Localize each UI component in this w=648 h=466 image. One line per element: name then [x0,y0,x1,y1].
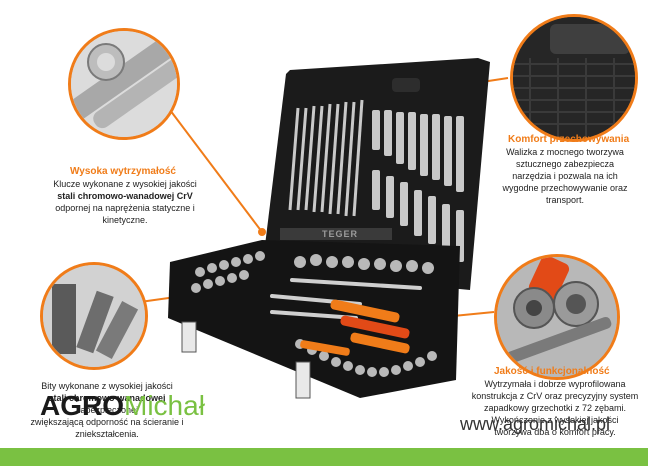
strength-description: Klucze wykonane z wysokiej jakości stali… [30,178,220,226]
storage-line-1: Walizka z mocnego tworzywa [506,147,624,157]
case-brand-label: TEGER [322,229,359,239]
storage-title: Komfort przechowywania [508,134,630,145]
storage-line-2: sztucznego zabezpiecza [515,159,615,169]
brand-logo: AGROMichał [40,390,205,422]
bits-description: Bity wykonane z wysokiej jakości stali c… [12,380,202,440]
quality-line-5: tworzywa dba o komfort pracy. [494,427,616,437]
footer-bar [0,448,648,466]
quality-line-3: zapadkowy grzechotki z 72 zębami. [483,403,627,413]
storage-description: Walizka z mocnego tworzywa sztucznego za… [490,146,640,206]
bits-line-5: zniekształcenia. [75,429,139,439]
storage-line-3: narzędzia i pozwala na ich [512,171,618,181]
strength-title: Wysoka wytrzymałość [70,166,176,177]
strength-line-1: Klucze wykonane z wysokiej jakości [53,179,197,189]
brand-part-1: AGRO [40,390,124,421]
bits-closeup-image [40,262,148,370]
strength-line-2: stali chromowo-wanadowej CrV [57,191,193,201]
wrench-closeup-image [68,28,180,140]
storage-line-4: wygodne przechowywanie oraz [502,183,628,193]
quality-description: Wytrzymała i dobrze wyprofilowana konstr… [466,378,644,438]
quality-line-1: Wytrzymała i dobrze wyprofilowana [484,379,626,389]
brand-part-2: Michał [124,390,205,421]
strength-line-4: kinetyczne. [102,215,148,225]
quality-line-4: Wykończenie z wysokiej jakości [491,415,619,425]
bits-line-2: stali chromowo-wanadowej [48,393,166,403]
ratchet-closeup-image [494,254,620,380]
quality-title: Jakość i funkcjonalność [494,366,610,377]
storage-line-5: transport. [545,195,585,205]
website-url: www.agromichal.pl [460,414,611,434]
bits-line-4: zwiększającą odporność na ścieranie i [30,417,184,427]
strength-line-3: odpornej na naprężenia statyczne i [55,203,195,213]
bits-line-1: Bity wykonane z wysokiej jakości [41,381,173,391]
case-closeup-image [510,14,638,142]
quality-line-2: konstrukcja z CrV oraz precyzyjny system [471,391,639,401]
bits-line-3: zabezpieczonej [75,405,139,415]
